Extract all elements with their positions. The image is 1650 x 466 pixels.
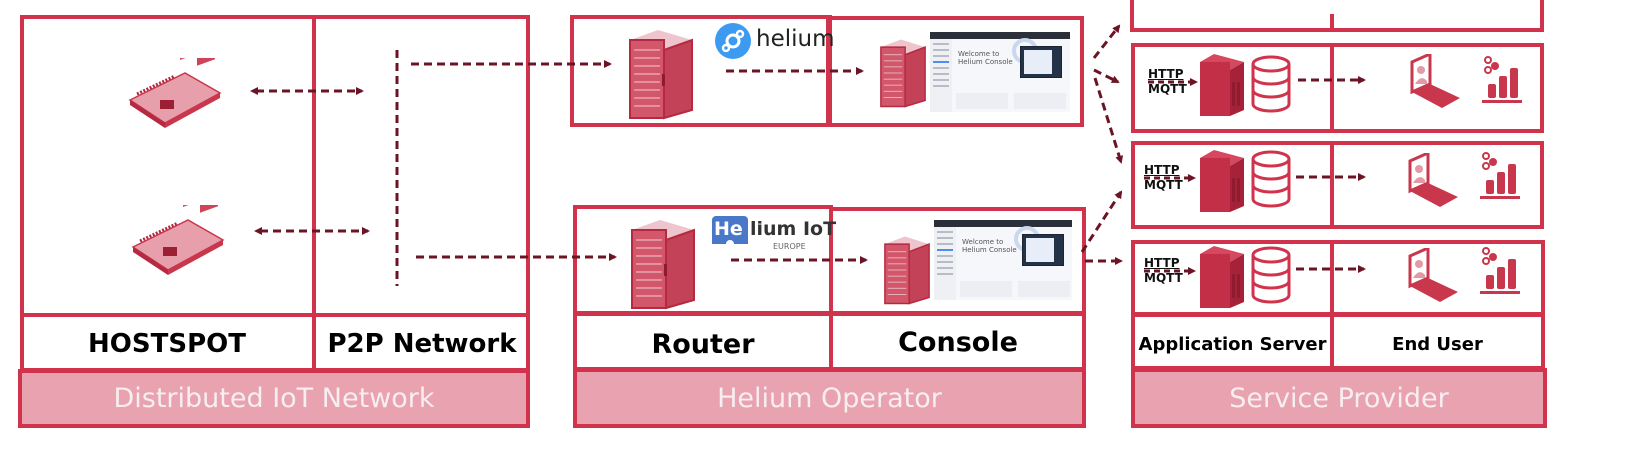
console-welcome-line1: Welcome to xyxy=(962,238,1004,246)
helium-iot-europe-logo-icon xyxy=(712,216,748,248)
protocol-http: HTTP xyxy=(1144,256,1180,270)
database-icon xyxy=(1250,55,1292,113)
helium-logo-icon xyxy=(715,23,751,59)
console-to-service-row2-arrow xyxy=(1093,77,1124,164)
analytics-chart-icon xyxy=(1478,245,1522,295)
console-welcome-line1: Welcome to xyxy=(958,50,1000,58)
protocol-label: HTTP MQTT xyxy=(1148,67,1187,97)
router-server-rack-icon xyxy=(626,28,696,120)
application-server-label: Application Server xyxy=(1138,333,1327,355)
database-icon xyxy=(1250,150,1292,208)
console-iot-to-service-row2-arrow xyxy=(1080,190,1123,253)
section-title-helium-operator: Helium Operator xyxy=(573,368,1086,428)
helium-iot-europe-logo-text: lium IoT xyxy=(750,218,837,240)
raspberry-pi-board-icon xyxy=(125,40,225,133)
section-title-distributed-iot-network: Distributed IoT Network xyxy=(18,369,530,428)
router-server-rack-icon xyxy=(628,218,698,310)
console-welcome-line2: Helium Console xyxy=(958,58,1013,66)
end-user-box-row1 xyxy=(1330,43,1544,133)
helium-iot-europe-logo-prefix: He xyxy=(714,218,743,240)
section-title-service-provider: Service Provider xyxy=(1131,368,1547,428)
service-row-cutoff-divider xyxy=(1330,14,1334,32)
service-label-divider xyxy=(1131,312,1545,317)
protocol-http: HTTP xyxy=(1148,67,1184,81)
console-to-service-row0-arrow xyxy=(1092,24,1121,59)
console-server-rack-icon xyxy=(882,235,932,305)
end-user-box-row2 xyxy=(1330,141,1544,229)
p2p-network-label: P2P Network xyxy=(327,329,517,359)
hotspot-label: HOSTSPOT xyxy=(88,329,246,359)
protocol-mqtt: MQTT xyxy=(1148,82,1187,96)
console-welcome-line2: Helium Console xyxy=(962,246,1017,254)
console-server-rack-icon xyxy=(878,38,928,108)
analytics-chart-icon xyxy=(1478,150,1522,200)
router-label: Router xyxy=(651,328,755,360)
laptop-user-icon xyxy=(1400,245,1460,304)
database-icon xyxy=(1250,246,1292,304)
console-to-service-row1-arrow xyxy=(1093,68,1120,84)
console-label: Console xyxy=(898,326,1018,358)
end-user-label: End User xyxy=(1392,333,1483,355)
hotspot-label-divider xyxy=(20,313,530,317)
tower-server-icon xyxy=(1200,246,1244,308)
protocol-label: HTTP MQTT xyxy=(1144,163,1183,193)
protocol-http: HTTP xyxy=(1144,163,1180,177)
tower-server-icon xyxy=(1200,54,1244,116)
raspberry-pi-board-icon xyxy=(128,187,228,280)
analytics-chart-icon xyxy=(1480,54,1524,104)
protocol-mqtt: MQTT xyxy=(1144,271,1183,285)
tower-server-icon xyxy=(1200,150,1244,212)
laptop-user-icon xyxy=(1402,51,1462,110)
helium-logo-text: helium xyxy=(756,26,835,52)
operator-label-divider xyxy=(573,311,1086,316)
protocol-label: HTTP MQTT xyxy=(1144,256,1183,286)
protocol-mqtt: MQTT xyxy=(1144,178,1183,192)
helium-iot-europe-logo-sub: EUROPE xyxy=(773,242,806,251)
laptop-user-icon xyxy=(1400,150,1460,209)
service-row-cutoff xyxy=(1130,0,1544,32)
